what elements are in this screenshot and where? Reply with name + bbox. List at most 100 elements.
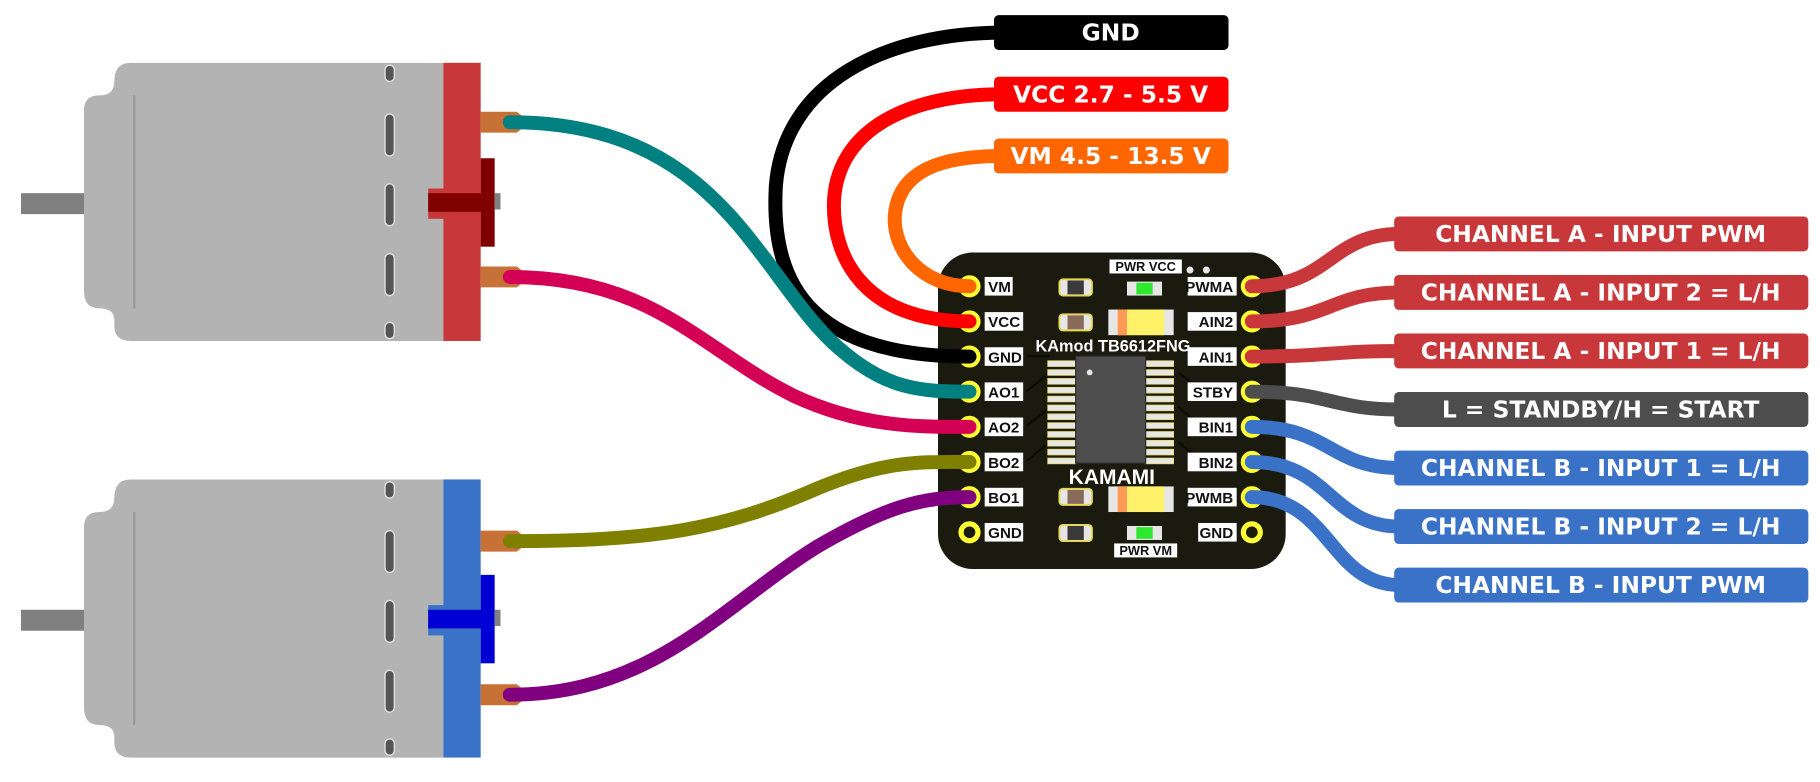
pin-label-left: BO2 xyxy=(988,455,1019,472)
motor-b-vents xyxy=(384,481,396,756)
smd-capacitor-1 xyxy=(1058,313,1093,332)
signal-label-pwmb xyxy=(1394,567,1809,603)
signal-label-text: L = STANDBY/H = START xyxy=(1442,397,1760,424)
wire-ao2 xyxy=(502,269,977,434)
motor-a-vents xyxy=(384,64,396,340)
pin-label-left: GND xyxy=(988,525,1022,542)
pin-label-left: AO2 xyxy=(988,420,1019,437)
signal-label-pwma xyxy=(1394,216,1809,252)
tantalum-capacitor-1 xyxy=(1108,309,1174,336)
pin-label-left: VCC xyxy=(988,314,1020,331)
wire-bo2 xyxy=(502,454,977,549)
pin-label-left: BO1 xyxy=(988,490,1019,507)
wire-ain1 xyxy=(1244,343,1407,364)
ic-body xyxy=(1075,355,1147,464)
ic-pin xyxy=(1145,448,1175,456)
signal-label-text: CHANNEL B - INPUT 2 = L/H xyxy=(1421,514,1781,541)
ic-pin xyxy=(1145,378,1175,385)
ic-pin xyxy=(1145,457,1175,465)
pin-label-right: GND xyxy=(1199,525,1233,542)
tantalum-capacitor-2 xyxy=(1108,486,1174,513)
motor-a-body xyxy=(84,62,444,341)
signal-label-text: CHANNEL B - INPUT 1 = L/H xyxy=(1421,455,1781,482)
ic-tb6612fng xyxy=(1047,355,1175,465)
motor-b-rear-shaft xyxy=(428,609,482,629)
pin-label-box xyxy=(1187,312,1237,331)
wire-bin1 xyxy=(1244,419,1407,476)
silk-pwr-vm-box xyxy=(1114,543,1178,558)
via xyxy=(1202,266,1210,274)
power-label-vm xyxy=(994,138,1229,174)
motor-a-brush xyxy=(480,158,495,247)
pin-hole xyxy=(1246,526,1258,539)
silk-pwr-vm: PWR VM xyxy=(1119,543,1172,558)
ic-pin xyxy=(1047,378,1077,385)
pin-label-box xyxy=(1187,276,1237,296)
wire-ain2 xyxy=(1244,285,1407,329)
via xyxy=(1186,266,1194,274)
pin-label-right: BIN2 xyxy=(1199,455,1234,472)
pin-label-right: PWMB xyxy=(1185,490,1233,507)
motor-a-nub xyxy=(494,193,501,210)
signal-label-text: CHANNEL A - INPUT 1 = L/H xyxy=(1421,338,1781,365)
signal-label-bin2 xyxy=(1394,509,1809,545)
pin-label-box xyxy=(984,487,1024,507)
power-label-text: VM 4.5 - 13.5 V xyxy=(1010,143,1210,170)
pin-label-box xyxy=(984,347,1024,366)
signal-label-text: CHANNEL A - INPUT 2 = L/H xyxy=(1421,280,1781,307)
pin-label-right: AIN1 xyxy=(1199,349,1234,366)
signal-label-text: CHANNEL B - INPUT PWM xyxy=(1435,572,1766,599)
ic-pin xyxy=(1145,386,1175,394)
pin-label-box xyxy=(1198,522,1237,542)
ic-pin xyxy=(1145,431,1175,438)
wire-pwmb xyxy=(1244,490,1407,593)
pin-label-box xyxy=(1187,452,1237,472)
ic-pin xyxy=(1145,360,1175,367)
ic-pin xyxy=(1047,360,1077,367)
pin-label-box xyxy=(984,312,1024,331)
wire-bo1 xyxy=(502,490,977,702)
motor-b-shaft xyxy=(21,609,96,631)
ic-pin xyxy=(1145,404,1175,412)
ic-pin1-dot xyxy=(1086,369,1093,376)
signal-label-bin1 xyxy=(1394,450,1809,486)
ic-pin xyxy=(1047,431,1077,438)
smd-resistor-3 xyxy=(1058,523,1093,542)
ic-pin xyxy=(1047,439,1077,447)
power-label-vcc xyxy=(994,76,1229,112)
pin-label-box xyxy=(1187,417,1237,437)
wire-bin2 xyxy=(1244,455,1407,534)
ic-pin xyxy=(1047,457,1077,465)
board-name: KAmod TB6612FNG xyxy=(1035,337,1190,355)
ic-pin xyxy=(1047,395,1077,403)
signal-label-text: CHANNEL A - INPUT PWM xyxy=(1435,221,1766,248)
silk-pwr-vcc: PWR VCC xyxy=(1115,259,1176,274)
silk-pwr-vcc-box xyxy=(1109,259,1182,274)
motor-a-shaft xyxy=(21,193,96,215)
pin-label-right: AIN2 xyxy=(1199,314,1234,331)
motor-b-body xyxy=(84,479,444,758)
pin-hole xyxy=(963,526,976,539)
pin-label-box xyxy=(984,276,1013,296)
smd-resistor-1 xyxy=(1058,278,1093,297)
motor-a xyxy=(21,62,523,341)
ic-pin xyxy=(1047,422,1077,429)
pin-label-box xyxy=(1187,382,1237,402)
signal-label-stby xyxy=(1394,392,1809,427)
ic-pin xyxy=(1047,369,1077,376)
led-pwr-vm xyxy=(1127,525,1162,540)
ic-pin xyxy=(1047,413,1077,420)
pin-label-box xyxy=(1187,347,1237,366)
wire-vm xyxy=(887,148,1011,294)
ic-pin xyxy=(1145,422,1175,429)
motor-a-rear-shaft xyxy=(428,193,482,212)
wires xyxy=(502,25,1407,702)
pin-label-box xyxy=(1187,487,1237,507)
led-pwr-vcc xyxy=(1127,281,1162,296)
wire-vcc xyxy=(826,87,1011,329)
pin-label-right: PWMA xyxy=(1185,279,1233,296)
wire-ao1 xyxy=(502,115,977,399)
